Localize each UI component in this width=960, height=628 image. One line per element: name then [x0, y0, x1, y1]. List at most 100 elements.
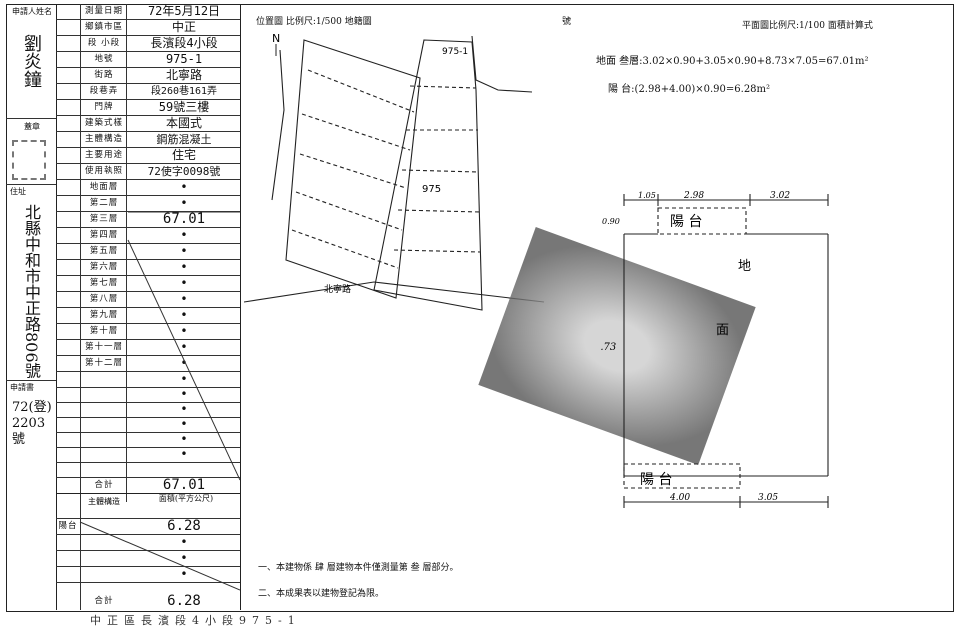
floor-label: 第六層 [89, 262, 119, 272]
floor-row-blank: • [56, 447, 240, 464]
floor-row: 第十一層• [56, 340, 240, 357]
void-lines [79, 211, 240, 591]
dim-top-1: 1.05 [638, 191, 656, 200]
lot-label: 地號 [94, 54, 114, 64]
permit: 72使字0098號 [147, 165, 221, 178]
applicant-label: 申請人姓名 [12, 7, 52, 16]
floor-label: 第五層 [89, 246, 119, 256]
floor-label: 第八層 [89, 294, 119, 304]
street-label: 街路 [94, 70, 114, 80]
footer-label: 中正區長濱段4小段975-1 [90, 614, 301, 627]
floor-area: • [180, 356, 188, 370]
floor-plan: 1.05 2.98 3.02 0.90 陽 台 地 面 8.73 陽 台 4.0… [600, 191, 829, 508]
use-label: 主要用途 [84, 150, 123, 160]
floor-row-blank: • [56, 417, 240, 434]
dim-top-3: 3.02 [770, 191, 790, 201]
annex-dot-1: • [180, 535, 188, 549]
annex-total-label: 合計 [94, 596, 114, 606]
lot: 975-1 [165, 52, 203, 66]
floor-area: • [180, 244, 188, 258]
dim-bottom-2: 3.05 [758, 493, 778, 503]
dim-left: 0.90 [602, 217, 620, 226]
floor-label: 第十一層 [84, 342, 123, 352]
apply-number: 72(登)2203號 [12, 400, 52, 447]
floor-row: 第九層 • [56, 308, 240, 325]
floor-area: • [180, 228, 188, 242]
struct: 鋼筋混凝土 [156, 133, 212, 146]
annex-total: 6.28 [167, 593, 201, 609]
floor-area: • [180, 324, 188, 338]
style: 本國式 [165, 116, 202, 130]
floor-label: 第四層 [89, 230, 119, 240]
address-value: 北縣中和市中正路806號 [22, 204, 41, 379]
annex-head-area: 面積(平方公尺) [158, 494, 214, 503]
floor-area: • [180, 276, 188, 290]
permit-label: 使用執照 [84, 166, 123, 176]
document-frame [6, 4, 954, 612]
floor-row: 第四層 • [56, 228, 240, 245]
floor-label: 第二層 [89, 198, 119, 208]
applicant-name: 劉炎鐘 [21, 34, 42, 88]
floor-area: • [180, 292, 188, 306]
floor-row: 第十二層 • [56, 356, 240, 373]
floor-row: 第七層 • [56, 276, 240, 293]
side-text-2: 面 [716, 323, 729, 338]
bottom-balcony-label: 陽 台 [640, 472, 672, 488]
total-label: 合計 [94, 480, 114, 490]
floor-row: 地面層 • [56, 180, 240, 197]
side-text-1: 地 [738, 259, 751, 274]
location-map: N 975-1 975 北寧路 [244, 32, 545, 311]
floor-area: • [180, 196, 188, 210]
floor-row: 第十層 • [56, 324, 240, 341]
floor-row: 第八層 • [56, 292, 240, 309]
no-label: 門牌 [94, 102, 114, 112]
floor-label: 第九層 [89, 310, 119, 320]
floor-label: 地面層 [89, 182, 119, 192]
style-label: 建築式樣 [84, 118, 123, 128]
floor-area: • [180, 308, 188, 322]
section-label: 段 小段 [87, 38, 121, 48]
house-no: 59號三樓 [158, 100, 210, 114]
street: 北寧路 [165, 68, 202, 82]
lane: 段260巷161弄 [150, 86, 218, 97]
floor-area-blank: • [180, 417, 188, 431]
section: 長濱段4小段 [150, 36, 218, 50]
note-2: 二、本成果表以建物登記為限。 [258, 589, 385, 599]
floor-label: 第七層 [89, 278, 119, 288]
seal-label: 蓋章 [24, 122, 40, 131]
floor-label: 第十二層 [84, 358, 123, 368]
calc-floor-area: 地面 叁層:3.02×0.90+3.05×0.90+8.73×7.05=67.0… [596, 56, 869, 67]
apply-label: 申請書 [10, 383, 34, 392]
annex-head-struct: 主體構造 [88, 497, 120, 506]
floor-area-blank: • [180, 432, 188, 446]
dim-bottom-1: 4.00 [669, 493, 690, 503]
floor-area: • [180, 180, 188, 194]
road-label: 北寧路 [324, 283, 351, 295]
lot-main-map: 975 [422, 184, 441, 195]
floor-row-blank: • [56, 432, 240, 449]
annex-dot-3: • [180, 567, 188, 581]
note-1: 一、本建物係 肆 層建物本件僅測量第 叁 層部分。 [258, 563, 459, 573]
floor-label: 第三層 [89, 214, 119, 224]
address-label: 住址 [10, 187, 26, 196]
annex-area: 6.28 [167, 518, 201, 534]
district: 中正 [171, 20, 196, 34]
seal-stamp [12, 140, 46, 180]
floor-row-blank: • [56, 387, 240, 404]
floor-area-blank: • [180, 402, 188, 416]
floor-area: • [180, 260, 188, 274]
calc-balcony-area: 陽 台:(2.98+4.00)×0.90=6.28m² [608, 84, 771, 95]
struct-label: 主體構造 [84, 134, 123, 144]
total-area: 67.01 [162, 477, 206, 493]
survey-date-label: 測量日期 [84, 6, 123, 16]
north-arrow-label: N [272, 32, 280, 45]
lot-label-map: 975-1 [442, 47, 468, 57]
lane-label: 段巷弄 [89, 86, 119, 96]
floor-label: 第十層 [89, 326, 119, 336]
location-map-label: 位置圖 比例尺:1/500 地籍圖 [256, 17, 372, 27]
survey-date: 72年5月12日 [147, 4, 221, 18]
annex-dot-2: • [180, 551, 188, 565]
floor-row: 第五層 • [56, 244, 240, 261]
